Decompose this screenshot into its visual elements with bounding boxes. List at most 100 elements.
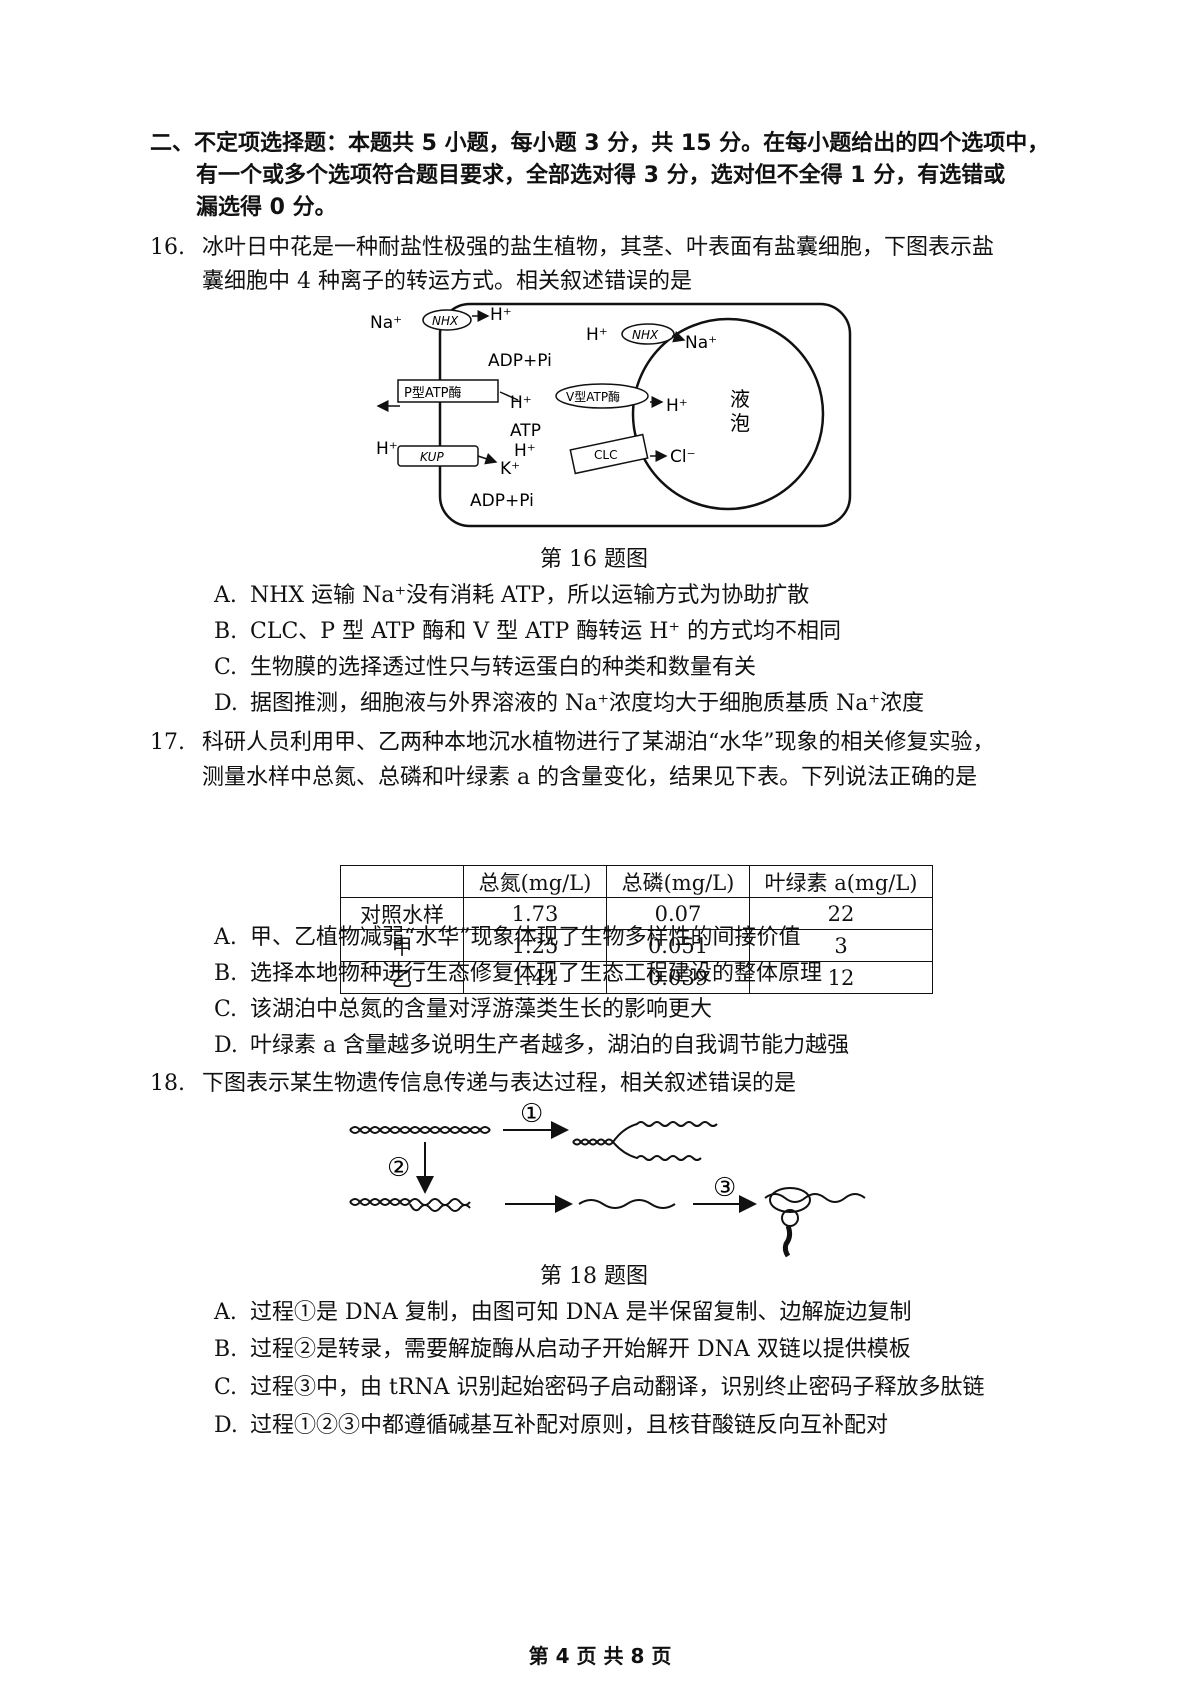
p-atpase-protein (397, 379, 499, 403)
kup-label: KUP (420, 450, 444, 464)
h-vac-label: H⁺ (666, 396, 688, 416)
nhx-left-protein (422, 309, 472, 331)
p-atpase-label: P型ATP酶 (404, 385, 462, 401)
table-header-cell: 总氮(mg/L) (463, 865, 607, 898)
nhx-left-label: NHX (432, 314, 459, 328)
table-cell: 0.039 (606, 961, 750, 994)
atp-label: ATP (510, 421, 541, 441)
option-letter: C. (214, 1375, 238, 1400)
h-kup-label: H⁺ (376, 439, 398, 459)
q17-option-d[interactable]: D. 叶绿素 a 含量越多说明生产者越多，湖泊的自我调节能力越强 (214, 1030, 849, 1062)
question-number: 17. (150, 730, 185, 755)
option-letter: A. (214, 1300, 237, 1325)
q17-option-b[interactable]: B. 选择本地物种进行生态修复体现了生态工程建设的整体原理 (214, 958, 822, 990)
option-text: 据图推测，细胞液与外界溶液的 Na⁺浓度均大于细胞质基质 Na⁺浓度 (250, 691, 924, 716)
question-number: 18. (150, 1071, 185, 1096)
table-cell: 3 (749, 929, 933, 962)
vacuole-label-2: 泡 (730, 411, 750, 435)
option-letter: B. (214, 961, 238, 986)
q18-figure-caption: 第 18 题图 (540, 1264, 648, 1289)
step-3-label: ③ (713, 1173, 736, 1203)
q16-option-c[interactable]: C. 生物膜的选择透过性只与转运蛋白的种类和数量有关 (214, 652, 756, 684)
option-letter: C. (214, 997, 238, 1022)
table-row: 对照水样 1.73 0.07 22 (340, 897, 933, 930)
v-atpase-protein (555, 383, 649, 409)
option-text: CLC、P 型 ATP 酶和 V 型 ATP 酶转运 H⁺ 的方式均不相同 (250, 619, 842, 644)
q18-option-d[interactable]: D. 过程①②③中都遵循碱基互补配对原则，且核苷酸链反向互补配对 (214, 1410, 888, 1442)
table-header-cell: 总磷(mg/L) (606, 865, 750, 898)
option-text: 过程③中，由 tRNA 识别起始密码子启动翻译，识别终止密码子释放多肽链 (250, 1375, 985, 1400)
table-row: 甲 1.25 0.051 3 (340, 929, 933, 962)
option-letter: D. (214, 691, 238, 716)
h-mid-label: H⁺ (510, 393, 532, 413)
table-cell: 乙 (340, 961, 464, 994)
question-number: 16. (150, 235, 185, 260)
table-cell: 0.07 (606, 897, 750, 930)
polypeptide (782, 1225, 793, 1258)
option-letter: B. (214, 619, 238, 644)
adp-pi-bottom-label: ADP+Pi (470, 491, 534, 511)
vacuole (631, 317, 825, 511)
v-atpase-label: V型ATP酶 (566, 389, 620, 404)
cell-membrane (438, 302, 852, 528)
q16-option-d[interactable]: D. 据图推测，细胞液与外界溶液的 Na⁺浓度均大于细胞质基质 Na⁺浓度 (214, 688, 924, 720)
q18-figure: ① ② ③ (349, 1100, 866, 1258)
clc-label: CLC (594, 448, 617, 462)
section-header-line1: 二、不定项选择题：本题共 5 小题，每小题 3 分，共 15 分。在每小题给出的… (150, 131, 1050, 156)
q17-option-c[interactable]: C. 该湖泊中总氮的含量对浮游藻类生长的影响更大 (214, 994, 712, 1026)
q17-option-a[interactable]: A. 甲、乙植物减弱“水华”现象体现了生物多样性的间接价值 (214, 922, 801, 954)
cl-label: Cl⁻ (670, 447, 696, 467)
option-text: 过程①②③中都遵循碱基互补配对原则，且核苷酸链反向互补配对 (250, 1413, 889, 1438)
option-text: 过程①是 DNA 复制，由图可知 DNA 是半保留复制、边解旋边复制 (250, 1300, 912, 1325)
na-right-label: Na⁺ (685, 333, 717, 353)
mrna-translating (764, 1193, 866, 1203)
q18-option-b[interactable]: B. 过程②是转录，需要解旋酶从启动子开始解开 DNA 双链以提供模板 (214, 1334, 911, 1366)
question-text: 科研人员利用甲、乙两种本地沉水植物进行了某湖泊“水华”现象的相关修复实验， (202, 730, 995, 755)
option-text: 选择本地物种进行生态修复体现了生态工程建设的整体原理 (250, 961, 823, 986)
option-text: 该湖泊中总氮的含量对浮游藻类生长的影响更大 (250, 997, 713, 1022)
option-text: 甲、乙植物减弱“水华”现象体现了生物多样性的间接价值 (250, 925, 801, 950)
table-header-cell (340, 865, 464, 898)
option-letter: D. (214, 1033, 238, 1058)
option-text: 生物膜的选择透过性只与转运蛋白的种类和数量有关 (250, 655, 757, 680)
option-letter: A. (214, 925, 237, 950)
q16-option-a[interactable]: A.NHX 运输 Na⁺没有消耗 ATP，所以运输方式为协助扩散 (214, 580, 809, 612)
q17-stem-line2: 测量水样中总氮、总磷和叶绿素 a 的含量变化，结果见下表。下列说法正确的是 (202, 765, 978, 790)
q17-stem-line1: 17. 科研人员利用甲、乙两种本地沉水植物进行了某湖泊“水华”现象的相关修复实验， (150, 727, 995, 759)
step-1-label: ① (520, 1100, 543, 1129)
option-letter: B. (214, 1337, 238, 1362)
nhx-right-label: NHX (632, 328, 659, 342)
table-cell: 1.73 (463, 897, 607, 930)
option-text: 过程②是转录，需要解旋酶从启动子开始解开 DNA 双链以提供模板 (250, 1337, 911, 1362)
q16-option-b[interactable]: B. CLC、P 型 ATP 酶和 V 型 ATP 酶转运 H⁺ 的方式均不相同 (214, 616, 841, 648)
q18-stem: 18. 下图表示某生物遗传信息传递与表达过程，相关叙述错误的是 (150, 1068, 796, 1100)
vacuole-label-1: 液 (730, 387, 750, 411)
option-letter: C. (214, 655, 238, 680)
option-letter: D. (214, 1413, 238, 1438)
q18-option-a[interactable]: A. 过程①是 DNA 复制，由图可知 DNA 是半保留复制、边解旋边复制 (214, 1297, 912, 1329)
h-clc-label: H⁺ (514, 441, 536, 461)
option-text: 叶绿素 a 含量越多说明生产者越多，湖泊的自我调节能力越强 (250, 1033, 850, 1058)
question-text: 下图表示某生物遗传信息传递与表达过程，相关叙述错误的是 (202, 1071, 797, 1096)
section-header-line2: 有一个或多个选项符合题目要求，全部选对得 3 分，选对但不全得 1 分，有选错或 (196, 163, 1006, 188)
mrna (578, 1199, 676, 1209)
table-header-cell: 叶绿素 a(mg/L) (749, 865, 933, 898)
k-label: K⁺ (500, 459, 520, 479)
h-vac-top-label: H⁺ (586, 325, 608, 345)
table-header-row: 总氮(mg/L) 总磷(mg/L) 叶绿素 a(mg/L) (340, 865, 933, 898)
table-cell: 22 (749, 897, 933, 930)
question-text: 冰叶日中花是一种耐盐性极强的盐生植物，其茎、叶表面有盐囊细胞，下图表示盐 (202, 235, 995, 260)
na-left-label: Na⁺ (370, 313, 402, 333)
table-cell: 1.41 (463, 961, 607, 994)
adp-pi-top-label: ADP+Pi (488, 351, 552, 371)
q16-figure: NHX Na⁺ H⁺ NHX H⁺ Na⁺ ADP+Pi P型ATP酶 H⁺ V… (370, 302, 852, 528)
table-cell: 12 (749, 961, 933, 994)
q16-stem-line1: 16. 冰叶日中花是一种耐盐性极强的盐生植物，其茎、叶表面有盐囊细胞，下图表示盐 (150, 232, 994, 264)
section-header-line3: 漏选得 0 分。 (196, 195, 337, 220)
q16-figure-caption: 第 16 题图 (540, 547, 648, 572)
q17-data-table: 总氮(mg/L) 总磷(mg/L) 叶绿素 a(mg/L) 对照水样 1.73 … (340, 865, 933, 994)
table-cell: 1.25 (463, 929, 607, 962)
option-text: NHX 运输 Na⁺没有消耗 ATP，所以运输方式为协助扩散 (250, 583, 810, 608)
q18-option-c[interactable]: C. 过程③中，由 tRNA 识别起始密码子启动翻译，识别终止密码子释放多肽链 (214, 1372, 985, 1404)
